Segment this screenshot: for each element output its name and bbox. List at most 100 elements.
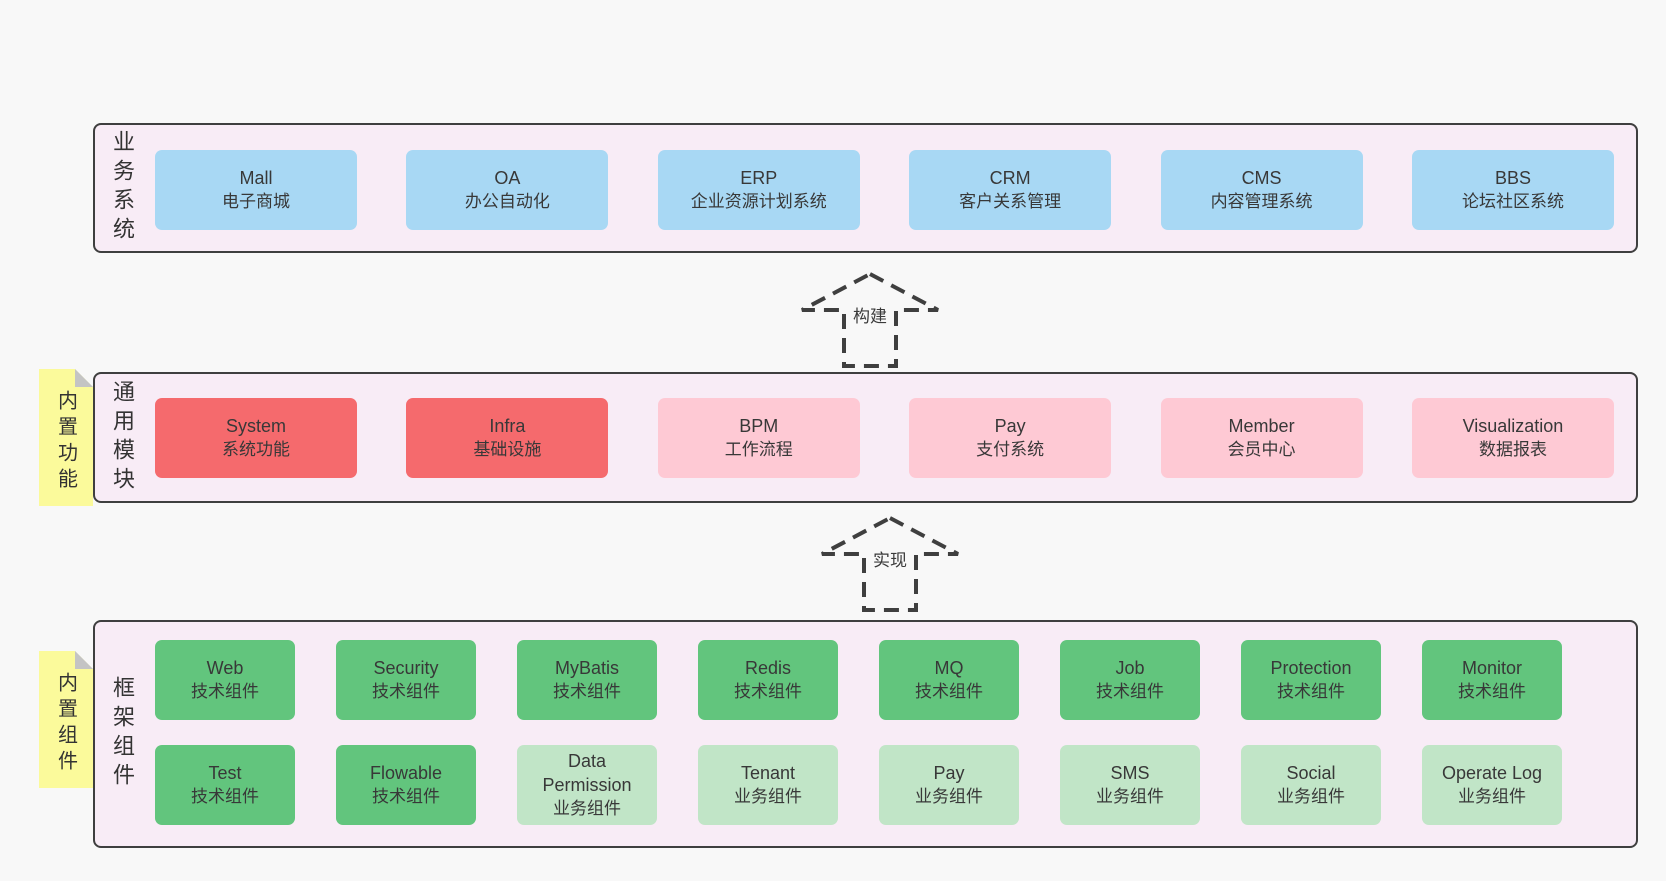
node-subtitle: 技术组件 bbox=[553, 682, 621, 701]
node-title: OA bbox=[494, 168, 521, 188]
node-oa: OA 办公自动化 bbox=[406, 150, 609, 230]
node-title: MyBatis bbox=[554, 658, 619, 678]
node-social: Social 业务组件 bbox=[1241, 745, 1381, 825]
node-subtitle: 技术组件 bbox=[372, 682, 440, 701]
sticky-fold-corner bbox=[75, 369, 93, 387]
components-row-2: Test 技术组件 Flowable 技术组件 Data Permission … bbox=[155, 745, 1562, 825]
node-erp: ERP 企业资源计划系统 bbox=[657, 150, 860, 230]
modules-row: System 系统功能 Infra 基础设施 BPM 工作流程 Pay 支付系统… bbox=[155, 398, 1614, 478]
node-cms: CMS 内容管理系统 bbox=[1160, 150, 1363, 230]
node-subtitle: 技术组件 bbox=[191, 787, 259, 806]
node-title: Pay bbox=[933, 763, 965, 783]
node-title: Operate Log bbox=[1441, 763, 1543, 783]
node-security: Security 技术组件 bbox=[336, 640, 476, 720]
node-title: Web bbox=[206, 658, 244, 678]
arrow-implement-label: 实现 bbox=[869, 546, 911, 571]
components-row-1: Web 技术组件 Security 技术组件 MyBatis 技术组件 Redi… bbox=[155, 640, 1562, 720]
node-mybatis: MyBatis 技术组件 bbox=[517, 640, 657, 720]
node-subtitle: 技术组件 bbox=[1096, 682, 1164, 701]
node-bpm: BPM 工作流程 bbox=[657, 398, 860, 478]
layer-components-label: 框架组件 bbox=[110, 676, 135, 792]
node-subtitle: 企业资源计划系统 bbox=[690, 192, 827, 211]
node-data-permission: Data Permission 业务组件 bbox=[517, 745, 657, 825]
layer-business-systems: 业务系统 Mall 电子商城 OA 办公自动化 ERP 企业资源计划系统 CRM… bbox=[93, 123, 1638, 253]
node-member: Member 会员中心 bbox=[1160, 398, 1363, 478]
node-subtitle: 客户关系管理 bbox=[959, 192, 1062, 211]
node-pay-module: Pay 支付系统 bbox=[909, 398, 1112, 478]
node-subtitle: 技术组件 bbox=[191, 682, 259, 701]
node-title: Member bbox=[1228, 416, 1295, 436]
sticky-paper bbox=[39, 651, 93, 788]
node-subtitle: 基础设施 bbox=[473, 440, 542, 459]
arrow-up-dashed-outline bbox=[821, 515, 959, 612]
node-title: Pay bbox=[994, 416, 1026, 436]
node-title: Data Permission bbox=[542, 751, 632, 795]
node-title: Test bbox=[208, 763, 242, 783]
sticky-text: 内置功能 bbox=[54, 389, 77, 494]
arrow-build-label: 构建 bbox=[849, 302, 891, 327]
node-title: Flowable bbox=[369, 763, 443, 783]
node-subtitle: 业务组件 bbox=[1096, 787, 1164, 806]
arrow-implement: 实现 bbox=[810, 514, 970, 614]
node-flowable: Flowable 技术组件 bbox=[336, 745, 476, 825]
node-title: System bbox=[225, 416, 286, 436]
node-subtitle: 技术组件 bbox=[372, 787, 440, 806]
node-subtitle: 支付系统 bbox=[976, 440, 1045, 459]
node-job: Job 技术组件 bbox=[1060, 640, 1200, 720]
node-sms: SMS 业务组件 bbox=[1060, 745, 1200, 825]
node-title: Redis bbox=[744, 658, 792, 678]
business-row: Mall 电子商城 OA 办公自动化 ERP 企业资源计划系统 CRM 客户关系… bbox=[155, 150, 1614, 230]
node-test: Test 技术组件 bbox=[155, 745, 295, 825]
node-subtitle: 办公自动化 bbox=[464, 192, 550, 211]
node-redis: Redis 技术组件 bbox=[698, 640, 838, 720]
node-web: Web 技术组件 bbox=[155, 640, 295, 720]
layer-framework-components: 框架组件 Web 技术组件 Security 技术组件 MyBatis 技术组件… bbox=[93, 620, 1638, 848]
node-title: BBS bbox=[1494, 168, 1531, 188]
node-visualization: Visualization 数据报表 bbox=[1411, 398, 1614, 478]
layer-common-modules: 通用模块 System 系统功能 Infra 基础设施 BPM 工作流程 Pay… bbox=[93, 372, 1638, 503]
node-subtitle: 业务组件 bbox=[915, 787, 983, 806]
node-title: BPM bbox=[739, 416, 779, 436]
node-title: ERP bbox=[740, 168, 778, 188]
node-subtitle: 业务组件 bbox=[734, 787, 802, 806]
layer-business-label: 业务系统 bbox=[110, 130, 135, 246]
node-tenant: Tenant 业务组件 bbox=[698, 745, 838, 825]
sticky-note-builtin-components: 内置组件 bbox=[39, 651, 93, 788]
layer-modules-label: 通用模块 bbox=[110, 379, 135, 496]
node-subtitle: 技术组件 bbox=[1458, 682, 1526, 701]
sticky-note-builtin-features: 内置功能 bbox=[39, 369, 93, 506]
node-mall: Mall 电子商城 bbox=[155, 150, 357, 230]
node-title: CMS bbox=[1241, 168, 1282, 188]
sticky-text: 内置组件 bbox=[54, 671, 77, 776]
node-title: SMS bbox=[1110, 763, 1150, 783]
node-infra: Infra 基础设施 bbox=[406, 398, 609, 478]
node-subtitle: 论坛社区系统 bbox=[1461, 192, 1564, 211]
node-protection: Protection 技术组件 bbox=[1241, 640, 1381, 720]
node-title: Tenant bbox=[740, 763, 796, 783]
arrow-build: 构建 bbox=[790, 270, 950, 370]
node-subtitle: 内容管理系统 bbox=[1210, 192, 1313, 211]
node-title: Infra bbox=[489, 416, 526, 436]
node-subtitle: 技术组件 bbox=[734, 682, 802, 701]
node-subtitle: 电子商城 bbox=[222, 192, 290, 211]
node-subtitle: 系统功能 bbox=[222, 440, 290, 459]
node-title: Visualization bbox=[1462, 416, 1564, 436]
node-monitor: Monitor 技术组件 bbox=[1422, 640, 1562, 720]
arrow-up-dashed-outline bbox=[801, 271, 939, 368]
sticky-paper bbox=[39, 369, 93, 506]
node-subtitle: 业务组件 bbox=[553, 799, 621, 818]
sticky-fold-corner bbox=[75, 651, 93, 669]
node-pay-component: Pay 业务组件 bbox=[879, 745, 1019, 825]
node-system: System 系统功能 bbox=[155, 398, 357, 478]
node-title: Monitor bbox=[1461, 658, 1523, 678]
node-subtitle: 技术组件 bbox=[915, 682, 983, 701]
node-title: Security bbox=[373, 658, 439, 678]
node-bbs: BBS 论坛社区系统 bbox=[1411, 150, 1614, 230]
node-subtitle: 业务组件 bbox=[1277, 787, 1345, 806]
node-title: MQ bbox=[934, 658, 964, 678]
node-title: Social bbox=[1286, 763, 1336, 783]
node-title: CRM bbox=[989, 168, 1031, 188]
node-subtitle: 会员中心 bbox=[1227, 440, 1296, 459]
node-subtitle: 业务组件 bbox=[1458, 787, 1526, 806]
